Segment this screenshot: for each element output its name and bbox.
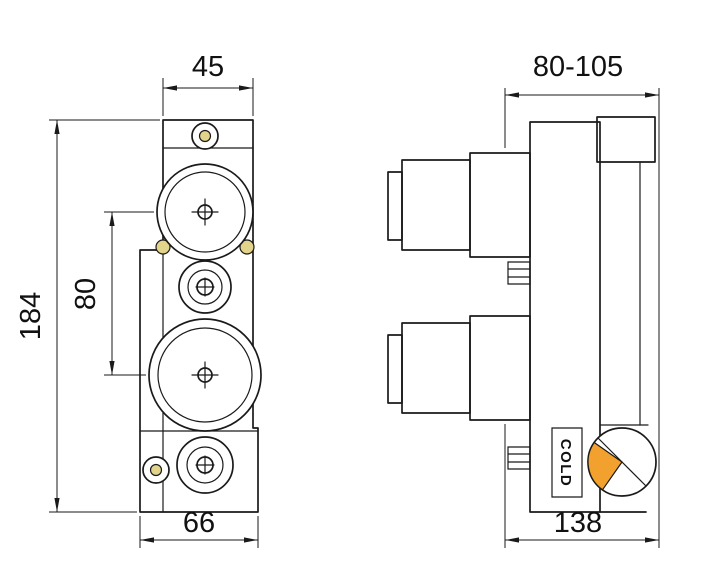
knob-top bbox=[156, 163, 254, 261]
mounting-hole-bottom bbox=[149, 463, 163, 477]
mounting-ear-left bbox=[155, 239, 171, 255]
dimension-width-top: 45 bbox=[162, 51, 254, 116]
mounting-hole-top bbox=[198, 129, 212, 143]
dim-label-80: 80 bbox=[70, 278, 102, 310]
dim-label-45: 45 bbox=[192, 51, 224, 83]
port-lower bbox=[176, 436, 234, 494]
bleed-screw-lower bbox=[507, 446, 531, 470]
bleed-screw-upper bbox=[507, 261, 531, 285]
wall-bracket-top bbox=[596, 116, 656, 163]
dimension-height-overall: 184 bbox=[15, 119, 160, 513]
front-view: 45 184 80 66 bbox=[15, 51, 262, 548]
dim-label-66: 66 bbox=[183, 507, 215, 539]
dimension-hole-centers: 80 bbox=[70, 211, 154, 376]
knob-bottom bbox=[148, 318, 262, 432]
dimension-depth-range: 80-105 bbox=[504, 51, 660, 548]
mounting-tab-top bbox=[191, 122, 219, 150]
cold-port-circle bbox=[587, 427, 657, 497]
mounting-tab-bottom bbox=[142, 456, 170, 484]
dimension-depth-overall: 138 bbox=[504, 424, 659, 548]
port-diagonal-line bbox=[597, 437, 647, 487]
cold-label-box bbox=[551, 427, 583, 498]
cartridge-upper bbox=[387, 152, 531, 258]
side-view: COLD 80-105 138 bbox=[387, 51, 660, 548]
cold-label: COLD bbox=[557, 439, 574, 488]
port-upper bbox=[178, 260, 232, 314]
mounting-ear-right bbox=[239, 239, 255, 255]
dim-label-138: 138 bbox=[554, 507, 602, 539]
valve-body-outline bbox=[139, 119, 259, 513]
cold-inlet: COLD bbox=[551, 427, 583, 498]
cold-indicator-wedge bbox=[587, 441, 623, 491]
cartridge-lower bbox=[387, 315, 531, 421]
dimension-width-bottom: 66 bbox=[139, 507, 259, 548]
dim-label-184: 184 bbox=[15, 292, 47, 340]
dim-label-80-105: 80-105 bbox=[533, 51, 623, 83]
